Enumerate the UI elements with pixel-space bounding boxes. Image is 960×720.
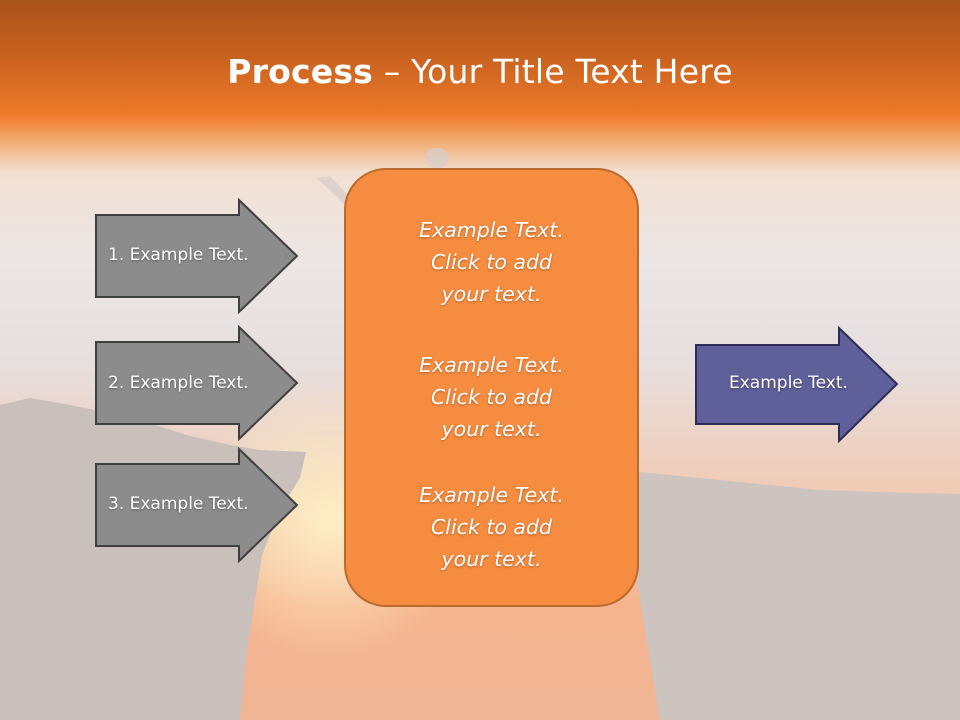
title-rest: – Your Title Text Here — [373, 52, 733, 91]
center-paragraph-3: Example Text. Click to add your text. — [346, 479, 637, 575]
paragraph-line: Click to add — [430, 385, 553, 409]
slide-title[interactable]: Process – Your Title Text Here — [0, 52, 960, 91]
paragraph-line: your text. — [441, 547, 542, 571]
left-arrow-3[interactable] — [94, 447, 300, 563]
center-paragraph-2: Example Text. Click to add your text. — [346, 349, 637, 445]
paragraph-line: your text. — [441, 417, 542, 441]
left-arrow-1[interactable] — [94, 198, 300, 314]
paragraph-line: Example Text. — [419, 353, 564, 377]
title-bold: Process — [227, 52, 374, 91]
left-arrow-2-label: 2. Example Text. — [108, 373, 249, 393]
right-cliff-silhouette — [600, 472, 960, 720]
paragraph-line: Example Text. — [419, 218, 564, 242]
paragraph-line: Example Text. — [419, 483, 564, 507]
paragraph-line: Click to add — [430, 250, 553, 274]
right-arrow[interactable] — [694, 326, 900, 444]
right-arrow-label: Example Text. — [729, 373, 848, 393]
left-arrow-1-label: 1. Example Text. — [108, 245, 249, 265]
center-paragraph-1: Example Text. Click to add your text. — [346, 214, 637, 310]
paragraph-line: Click to add — [430, 515, 553, 539]
left-arrow-3-label: 3. Example Text. — [108, 494, 249, 514]
left-arrow-2[interactable] — [94, 325, 300, 441]
center-text-box[interactable]: Example Text. Click to add your text. Ex… — [344, 168, 639, 607]
paragraph-line: your text. — [441, 282, 542, 306]
